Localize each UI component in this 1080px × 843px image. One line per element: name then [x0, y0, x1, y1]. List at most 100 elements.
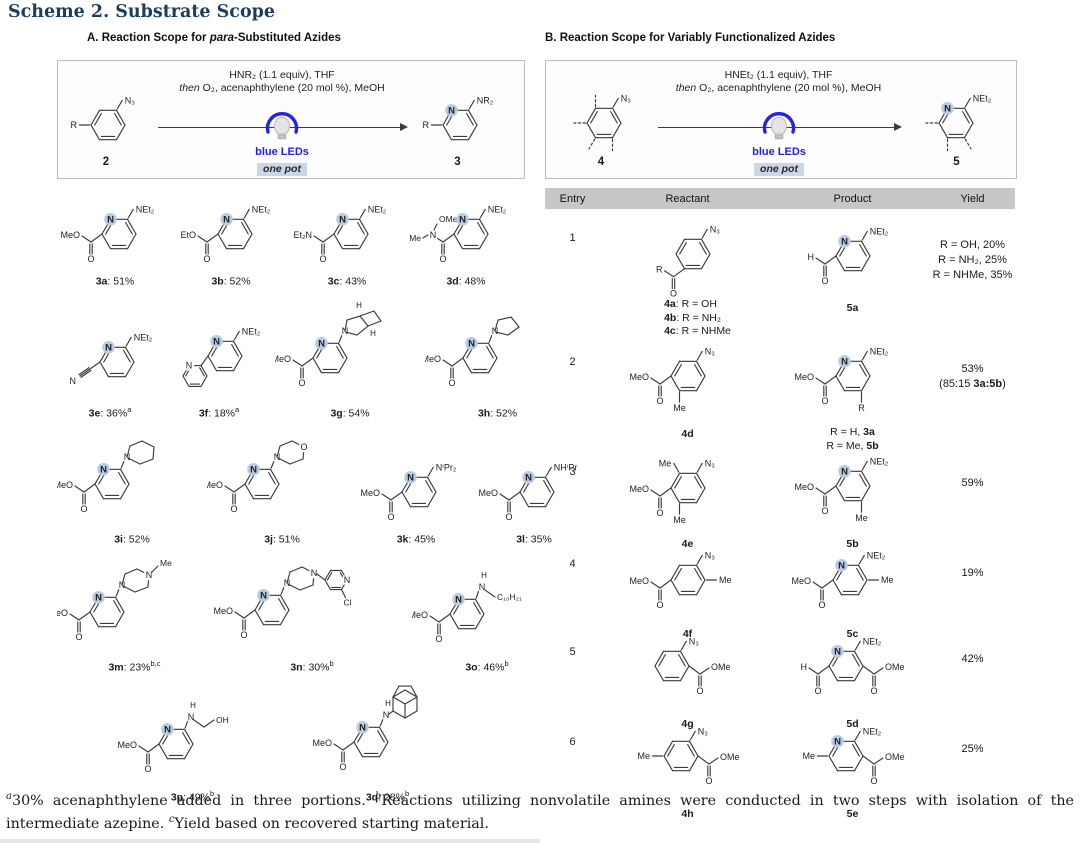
yield-cell: 42%	[961, 653, 984, 665]
table-header: Entry Reactant Product Yield	[545, 188, 1015, 209]
svg-text:H: H	[356, 301, 362, 310]
svg-text:O: O	[87, 254, 94, 264]
svg-text:N: N	[841, 236, 848, 247]
svg-text:MeO: MeO	[57, 480, 73, 490]
svg-text:N: N	[448, 105, 455, 116]
svg-text:N: N	[213, 336, 220, 347]
compound-3j: OMeONON3j: 51%	[207, 432, 357, 546]
svg-text:OMe: OMe	[885, 752, 905, 762]
reactant-labels: 4a: R = OH 4b: R = NH₂ 4c: R = NHMe	[664, 298, 731, 338]
svg-text:O: O	[870, 686, 877, 696]
svg-text:NEt₂: NEt₂	[252, 204, 271, 214]
svg-text:MeO: MeO	[207, 480, 223, 490]
product-labels: 5c	[846, 628, 859, 640]
blue-leds-label-b: blue LEDs	[752, 146, 806, 158]
svg-text:N₃: N₃	[704, 550, 714, 560]
conditions-then: then	[179, 82, 200, 95]
col-header-product: Product	[833, 192, 872, 205]
compound-row-4: OMeONNMeN3m: 23%b,c OMeONNNClN3n: 30%b O…	[57, 560, 523, 674]
reaction-conditions-a: HNR₂ (1.1 equiv), THF then O₂, acenaphth…	[158, 69, 406, 95]
conditions-line2: then O₂, acenaphthylene (20 mol %), MeOH	[158, 82, 406, 95]
conditions-then: then	[675, 82, 697, 95]
svg-text:N₃: N₃	[709, 224, 719, 234]
compound-label: 3n: 30%b	[290, 659, 334, 674]
svg-text:H: H	[807, 252, 814, 262]
compound-label: 3f: 18%a	[198, 405, 240, 420]
reactant-labels: 4g	[681, 718, 694, 730]
compound-label: 3j: 51%	[264, 533, 300, 546]
compound-label: 3a: 51%	[95, 275, 135, 288]
entry-number: 1	[569, 232, 576, 244]
svg-text:N: N	[344, 575, 351, 585]
svg-text:MeO: MeO	[360, 488, 380, 498]
compound-label: 3o: 46%b	[465, 659, 509, 674]
svg-text:NⁱPr₂: NⁱPr₂	[436, 462, 457, 472]
svg-text:Me: Me	[719, 575, 732, 585]
one-pot-wrap-a: one pot	[158, 159, 406, 177]
product-labels: 5e	[846, 808, 859, 820]
svg-text:N₃: N₃	[125, 95, 135, 105]
svg-text:N: N	[479, 582, 486, 592]
yield-cell: 53% (85:15 3a:5b)	[939, 363, 1006, 390]
compound-label: 3q: 28%b	[365, 789, 410, 804]
panel-a-heading: A. Reaction Scope for para-Substituted A…	[87, 32, 341, 44]
reactant-labels: 4h	[681, 808, 694, 820]
svg-text:Me: Me	[802, 751, 815, 761]
svg-text:N: N	[359, 722, 366, 733]
svg-text:N: N	[186, 361, 193, 371]
structure-3n: OMeONNNClN	[213, 566, 353, 640]
svg-text:O: O	[705, 776, 712, 786]
compound-label: 3e: 36%a	[88, 405, 132, 420]
yield-cell: 19%	[961, 567, 984, 579]
svg-text:O: O	[821, 396, 828, 406]
conditions-line1: HNR₂ (1.1 equiv), THF	[229, 69, 335, 81]
footnotes: a30% acenaphthylene added in three porti…	[6, 791, 1074, 832]
svg-text:MeO: MeO	[313, 738, 332, 748]
compound-3g: OMeONHHN3g: 54%	[275, 300, 425, 420]
svg-text:H: H	[481, 571, 487, 580]
col-header-reactant: Reactant	[665, 192, 710, 205]
panel-b-scheme-box: N₃ HNEt₂ (1.1 equiv), THF then O₂, acena…	[545, 60, 1017, 179]
svg-text:NR₂: NR₂	[477, 95, 494, 105]
svg-text:N: N	[164, 724, 171, 735]
svg-text:O: O	[240, 630, 247, 640]
svg-text:MeO: MeO	[794, 372, 814, 382]
svg-text:N: N	[407, 472, 414, 483]
svg-text:MeO: MeO	[412, 610, 428, 620]
svg-text:O: O	[870, 776, 877, 786]
compound-label: 3m: 23%b,c	[108, 659, 161, 674]
compound-label: 3d: 48%	[446, 275, 486, 288]
svg-text:N₃: N₃	[621, 93, 631, 103]
svg-text:O: O	[339, 762, 346, 772]
svg-text:O: O	[439, 254, 446, 264]
svg-text:N: N	[318, 338, 325, 349]
entry-number: 4	[569, 558, 576, 570]
svg-text:O: O	[656, 508, 663, 518]
svg-text:N: N	[100, 464, 107, 475]
svg-text:N: N	[382, 710, 389, 720]
svg-text:NEt₂: NEt₂	[973, 93, 992, 103]
compound-number-3: 3	[454, 156, 461, 168]
yield-cell: 59%	[961, 477, 984, 489]
svg-text:Me: Me	[658, 458, 671, 468]
svg-text:N: N	[311, 568, 318, 578]
svg-text:O: O	[435, 634, 442, 644]
svg-text:R: R	[656, 265, 663, 275]
reactant-labels: 4d	[681, 428, 694, 440]
svg-text:NEt₂: NEt₂	[488, 204, 507, 214]
